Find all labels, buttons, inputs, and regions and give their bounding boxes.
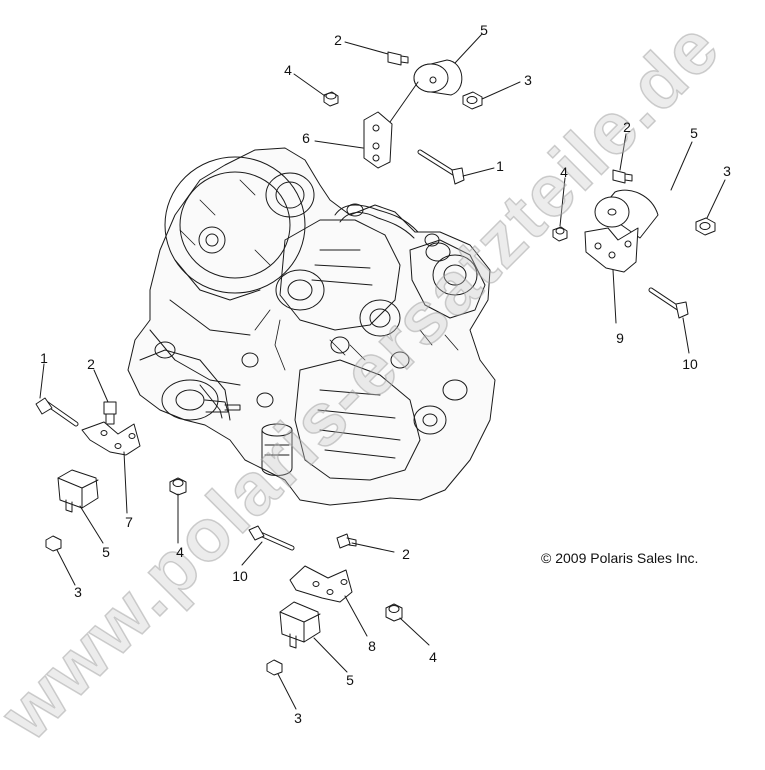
callout-3-right: 3 bbox=[723, 163, 731, 179]
callout-10-right: 10 bbox=[682, 356, 698, 372]
callout-4-bottom: 4 bbox=[429, 649, 437, 665]
callout-5-bottom: 5 bbox=[346, 672, 354, 688]
callout-8: 8 bbox=[368, 638, 376, 654]
callout-2-bottom: 2 bbox=[402, 546, 410, 562]
right-mount-group bbox=[552, 133, 726, 354]
callout-2-top: 2 bbox=[334, 32, 342, 48]
copyright-notice: © 2009 Polaris Sales Inc. bbox=[541, 550, 699, 566]
engine-assembly bbox=[127, 147, 496, 506]
callout-5-left: 5 bbox=[102, 544, 110, 560]
left-mount-group bbox=[35, 363, 187, 586]
callout-7: 7 bbox=[125, 514, 133, 530]
callout-2-left: 2 bbox=[87, 356, 95, 372]
callout-4-right: 4 bbox=[560, 164, 568, 180]
top-mount-group bbox=[293, 33, 521, 185]
callout-3-bottom: 3 bbox=[294, 710, 302, 726]
callout-4-top: 4 bbox=[284, 62, 292, 78]
callout-1-top: 1 bbox=[496, 158, 504, 174]
callout-3-left: 3 bbox=[74, 584, 82, 600]
callout-5-right: 5 bbox=[690, 125, 698, 141]
callout-1-left: 1 bbox=[40, 350, 48, 366]
callout-3-top: 3 bbox=[524, 72, 532, 88]
callout-6: 6 bbox=[302, 130, 310, 146]
callout-10-bottom: 10 bbox=[232, 568, 248, 584]
callout-4-left: 4 bbox=[176, 544, 184, 560]
callout-2-right: 2 bbox=[623, 119, 631, 135]
callout-9: 9 bbox=[616, 330, 624, 346]
callout-5-top: 5 bbox=[480, 22, 488, 38]
bottom-mount-group bbox=[241, 525, 430, 710]
